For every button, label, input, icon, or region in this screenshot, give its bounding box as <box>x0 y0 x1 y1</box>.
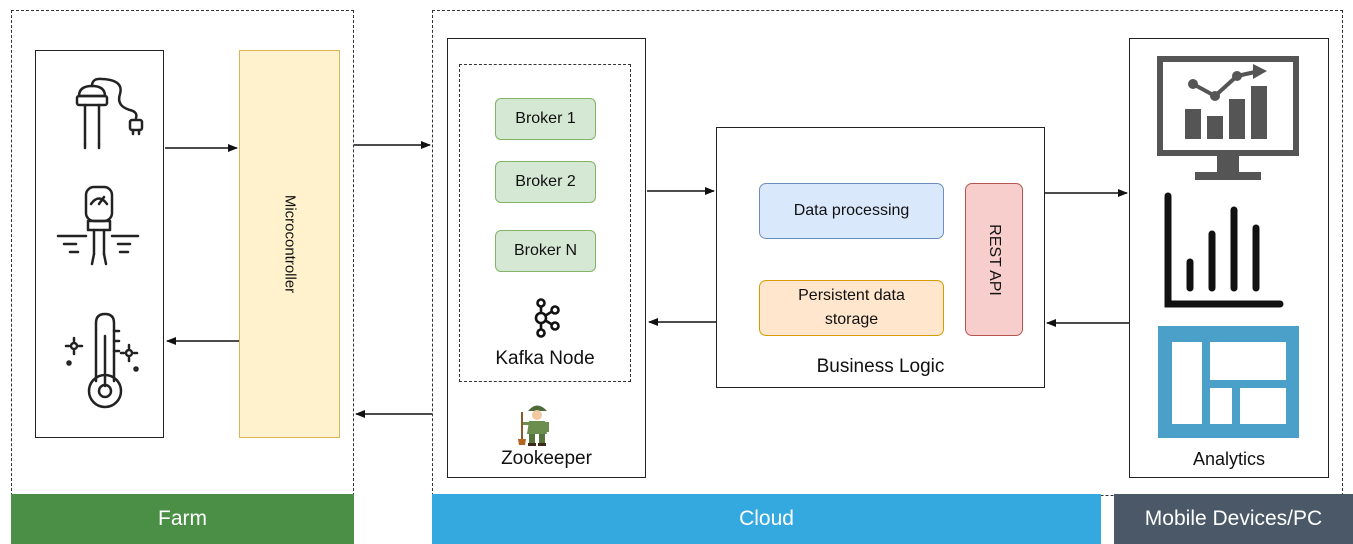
farm-band: Farm <box>11 494 354 544</box>
bar-chart-icon <box>1164 192 1284 308</box>
persistent-storage-box: Persistent data storage <box>759 280 944 336</box>
data-processing-box: Data processing <box>759 183 944 239</box>
broker-n-label: Broker N <box>513 242 578 259</box>
analytics-label: Analytics <box>1192 449 1266 469</box>
thermometer-icon <box>64 312 139 409</box>
cloud-band-label: Cloud <box>739 507 794 530</box>
broker-1-label: Broker 1 <box>515 110 576 127</box>
dashboard-icon <box>1158 326 1299 438</box>
kafka-node-label: Kafka Node <box>495 348 595 369</box>
analytics-monitor-icon <box>1157 56 1299 180</box>
kafka-node-box <box>459 64 631 382</box>
zookeeper-icon <box>518 405 549 446</box>
sensors-box <box>35 50 164 438</box>
persistent-storage-line1: Persistent data <box>798 287 905 304</box>
devices-band-label: Mobile Devices/PC <box>1144 507 1323 530</box>
broker-n: Broker N <box>495 230 596 272</box>
devices-band: Mobile Devices/PC <box>1114 494 1353 544</box>
zookeeper-label: Zookeeper <box>501 448 592 469</box>
microcontroller-box: Microcontroller <box>239 50 340 438</box>
data-processing-label: Data processing <box>793 202 910 219</box>
rest-api-box: REST API <box>965 183 1023 336</box>
kafka-logo-icon <box>534 298 560 338</box>
broker-2: Broker 2 <box>495 161 596 203</box>
business-logic-box <box>716 127 1045 388</box>
soil-probe-sensor-icon <box>56 185 140 266</box>
soil-moisture-sensor-icon <box>75 77 144 150</box>
business-logic-label: Business Logic <box>816 356 945 377</box>
broker-2-label: Broker 2 <box>515 173 576 190</box>
broker-1: Broker 1 <box>495 98 596 140</box>
cloud-band: Cloud <box>432 494 1101 544</box>
persistent-storage-line2: storage <box>824 311 879 328</box>
farm-band-label: Farm <box>158 507 207 530</box>
